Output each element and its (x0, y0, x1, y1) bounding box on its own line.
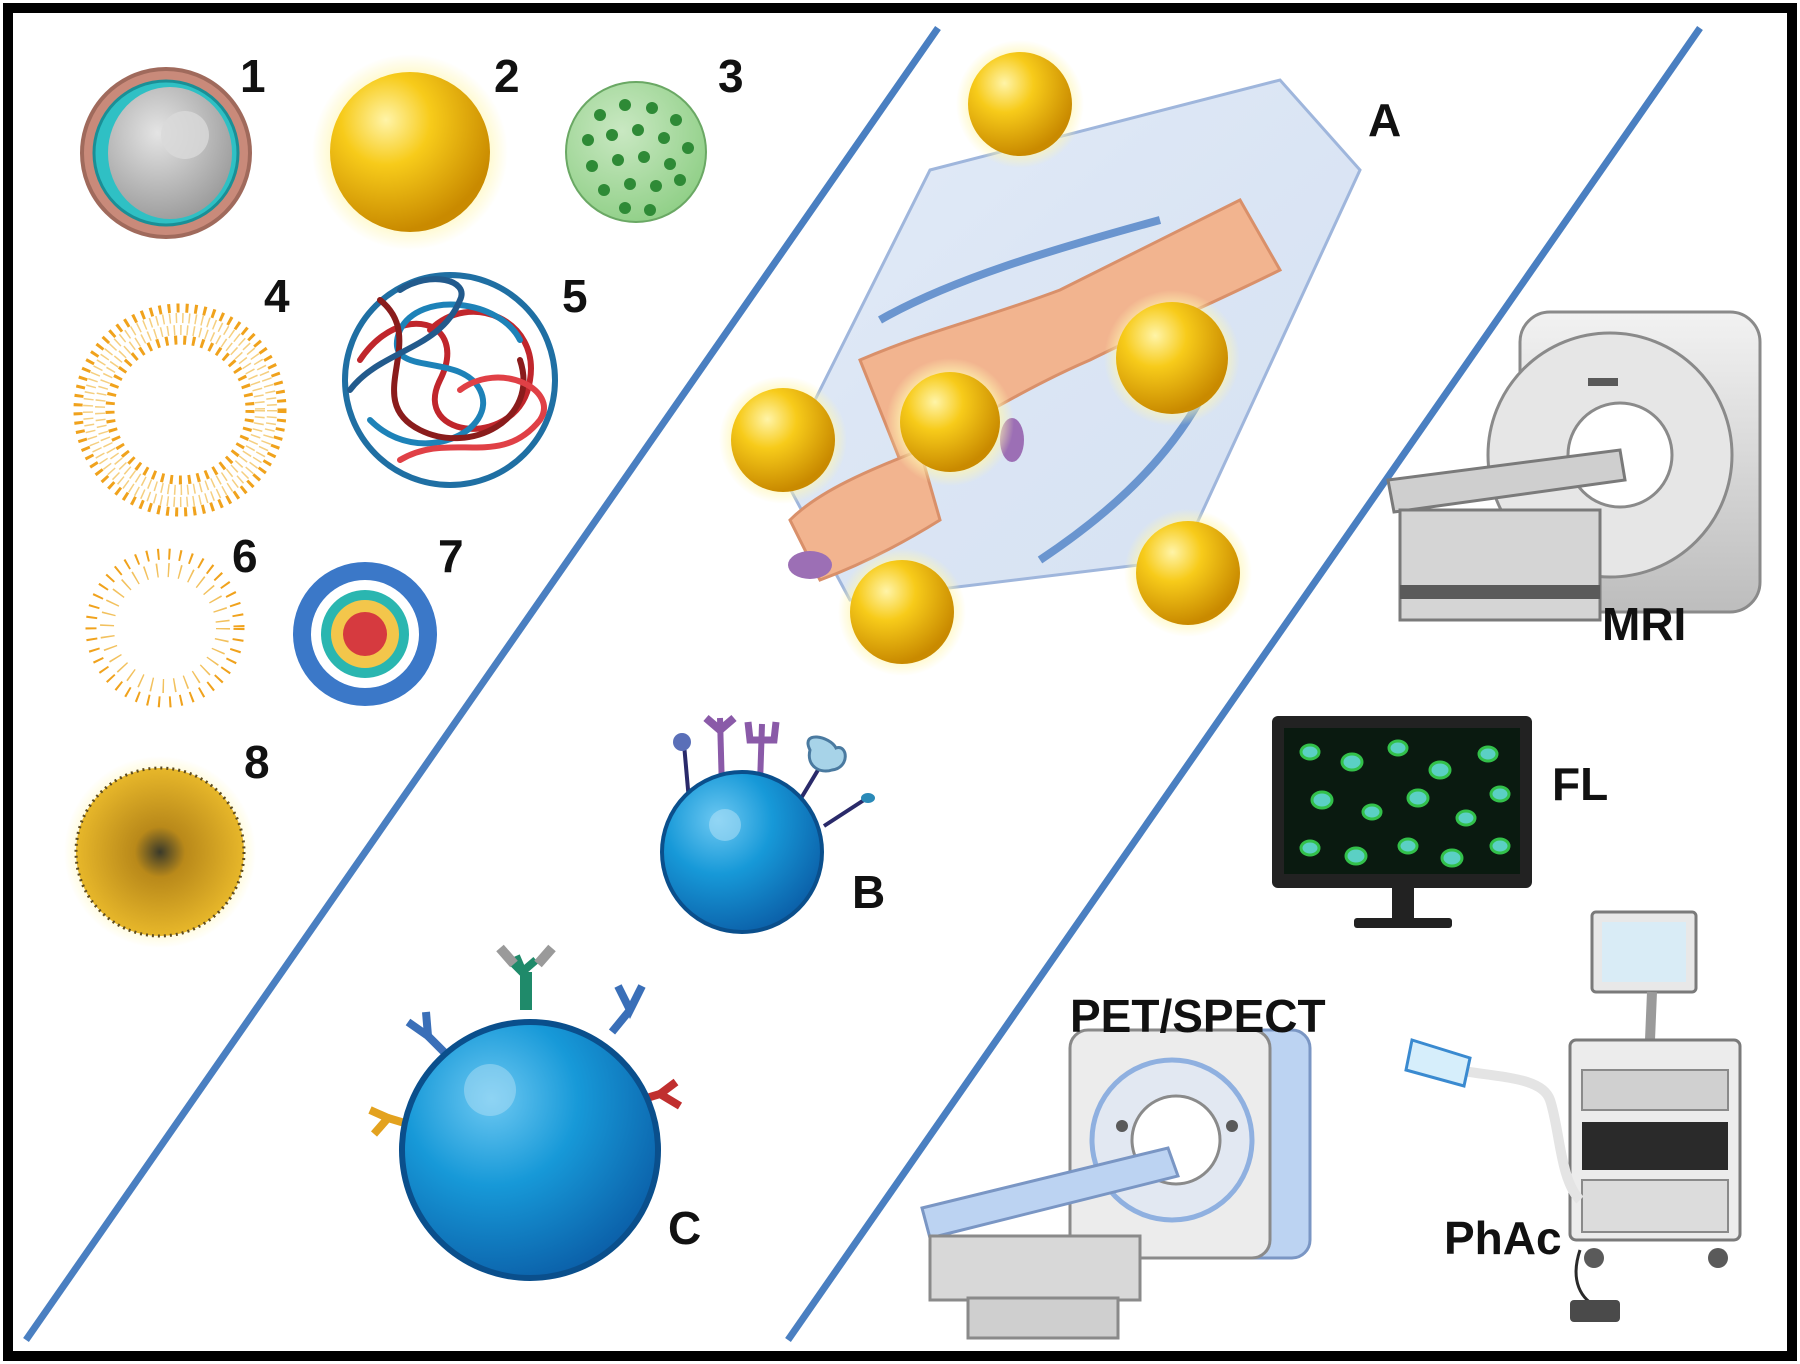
label-3: 3 (718, 50, 744, 102)
pet-spect-scanner (920, 1028, 1312, 1340)
label-6: 6 (232, 530, 258, 582)
nanoparticle-7-dendrimer (293, 562, 437, 706)
divider-right (785, 26, 1703, 1342)
label-4: 4 (264, 270, 290, 322)
nanoparticle-3-mesoporous (565, 81, 707, 223)
label-C: C (668, 1202, 701, 1254)
photoacoustic-device (1404, 910, 1742, 1322)
label-7: 7 (438, 530, 464, 582)
label-8: 8 (244, 736, 270, 788)
nanoparticle-1-cell-coated (80, 67, 252, 239)
nanoparticle-8-brush (64, 756, 256, 948)
nanoparticle-6-micelle (85, 548, 245, 708)
nanoparticle-5-polymeric (342, 272, 558, 488)
functionalized-nanoparticle-B (660, 714, 875, 934)
nanoparticle-4-liposome (73, 303, 287, 517)
label-FL: FL (1552, 758, 1608, 810)
label-PhAc: PhAc (1444, 1212, 1562, 1264)
label-1: 1 (240, 50, 266, 102)
label-2: 2 (494, 50, 520, 102)
label-B: B (852, 866, 885, 918)
gold-nanoparticles-vessel (719, 40, 1252, 676)
divider-left (23, 26, 941, 1342)
outer-frame (3, 3, 1797, 1361)
label-PET-SPECT: PET/SPECT (1070, 990, 1326, 1042)
mri-scanner (1386, 310, 1762, 622)
nanoparticle-2-gold (312, 54, 508, 250)
antibody-nanoparticle-C (368, 944, 683, 1281)
label-MRI: MRI (1602, 598, 1686, 650)
label-A: A (1368, 94, 1401, 146)
fluorescence-monitor (1272, 716, 1532, 928)
label-5: 5 (562, 270, 588, 322)
